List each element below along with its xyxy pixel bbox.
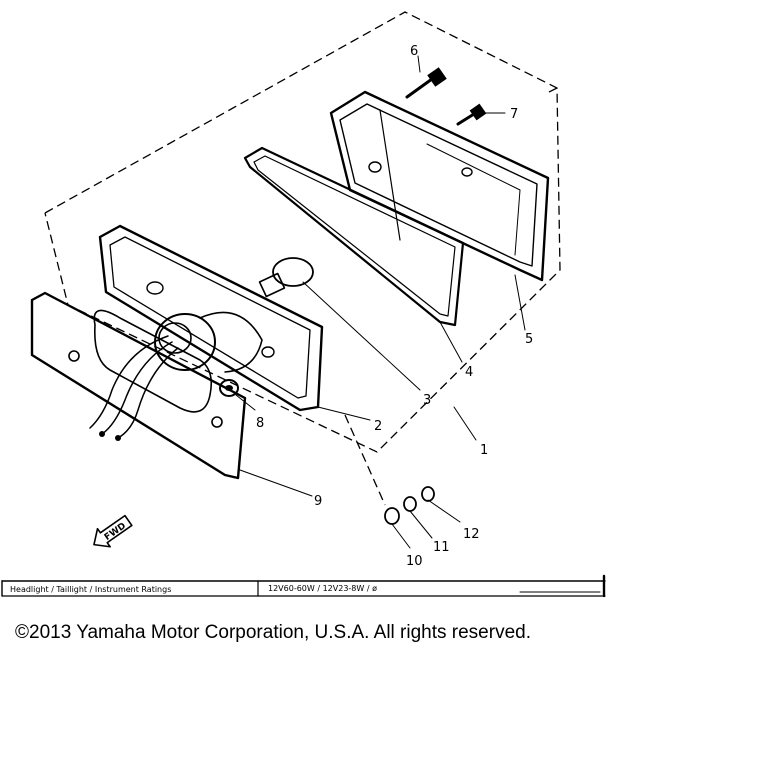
callout-5: 5 [525,332,533,347]
callout-10: 10 [406,554,423,569]
part-washers [384,486,435,525]
fwd-arrow-icon: FWD [93,514,133,548]
callout-12: 12 [463,527,480,542]
callout-1: 1 [480,443,488,458]
wire-harness [89,335,179,441]
callout-2: 2 [374,419,382,434]
part-screw-long [405,67,447,99]
callout-7: 7 [510,107,518,122]
part-bulb [258,257,314,298]
part-screw-short [456,103,487,126]
copyright-notice: ©2013 Yamaha Motor Corporation, U.S.A. A… [15,622,531,643]
callout-numbers: 1 2 3 4 5 6 7 8 9 10 11 12 [256,44,533,569]
callout-3: 3 [423,393,431,408]
callout-6: 6 [410,44,418,59]
callout-4: 4 [465,365,473,380]
assembly-outline [44,11,561,453]
callout-11: 11 [433,540,450,555]
callout-9: 9 [314,494,322,509]
part-gasket [243,146,465,327]
ratings-bar: Headlight / Taillight / Instrument Ratin… [1,574,606,598]
part-base-plate [30,291,247,480]
leader-lines [235,55,526,549]
ratings-value: 12V60-60W / 12V23-8W / ø [268,584,377,593]
fwd-label: FWD [103,521,128,543]
ratings-label: Headlight / Taillight / Instrument Ratin… [10,585,171,594]
callout-8: 8 [256,416,264,431]
part-grommet [219,379,239,397]
